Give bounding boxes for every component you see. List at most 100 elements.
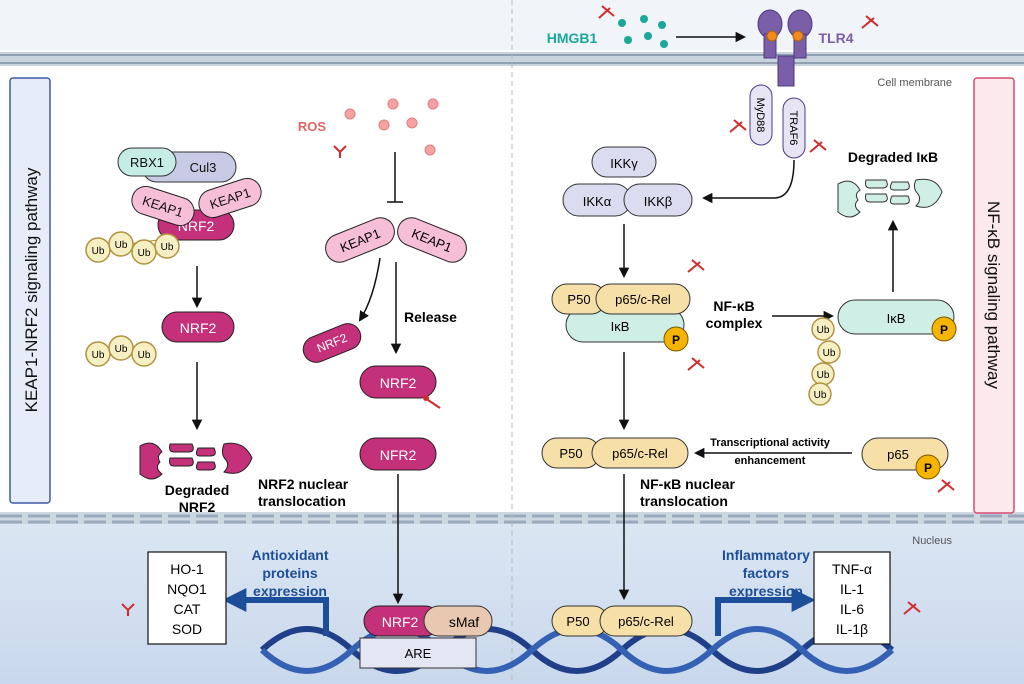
degraded-nrf2-fragments [139,442,253,480]
nrf2-node-small [302,323,362,363]
nrf2-smaf-are: ARE NRF2 sMaf [359,605,493,669]
nfr2-node [359,437,437,471]
svg-text:IκB: IκB [887,311,906,326]
svg-text:Ub: Ub [817,370,830,381]
svg-text:RBX1: RBX1 [130,155,164,170]
ikk-complex: IKKγ IKKα IKKβ [562,146,693,217]
keap1-node-left [131,185,195,227]
ros-scavenger-icon [333,145,347,158]
svg-text:KEAP1-NRF2 signaling pathway: KEAP1-NRF2 signaling pathway [22,167,41,412]
svg-text:NQO1: NQO1 [167,581,207,597]
svg-text:CAT: CAT [174,601,201,617]
right-panel-label: NF-κB signaling pathway [973,77,1015,514]
svg-text:P: P [672,333,680,347]
svg-text:Ub: Ub [138,350,151,361]
myd88-node [749,84,773,146]
nucleus-label: Nucleus [912,535,952,547]
nfkb-translocation-label-2: translocation [640,493,728,509]
transcriptional-label-2: enhancement [735,455,806,467]
nfkb-ikb-complex: IκB P50 p65/c-Rel P [551,283,691,352]
left-panel-label: KEAP1-NRF2 signaling pathway [9,77,51,504]
svg-text:P: P [940,323,948,337]
svg-text:Ub: Ub [817,325,830,336]
antioxidant-activator-icon [121,603,135,616]
svg-text:P: P [924,461,932,475]
ros-inhibits-keap1 [387,152,403,203]
svg-text:HO-1: HO-1 [170,561,204,577]
arrow-keap1-to-nrf2-small [358,257,381,322]
keap1-cul3-complex: Cul3 RBX1 NRF2 KEAP1 KEAP1 [117,147,262,241]
ikb-label: IκB [611,319,630,334]
release-label: Release [404,309,457,325]
ikk-alpha-label: IKKα [583,194,612,209]
svg-text:p65/c-Rel: p65/c-Rel [612,446,668,461]
tlr4-label: TLR4 [819,30,854,46]
phospho-inhibitor [687,357,705,371]
svg-text:SOD: SOD [172,621,202,637]
nrf2-translocation-label-2: translocation [258,493,346,509]
degraded-nrf2-label-1: Degraded [165,482,230,498]
are-box [359,637,477,669]
inflammatory-label-2: factors [743,565,790,581]
ikk-beta-label: IKKβ [644,194,672,209]
svg-text:p65/c-Rel: p65/c-Rel [615,292,671,307]
p65-phospho-inhibitor [937,479,955,493]
nfkb-active: P50 p65/c-Rel [541,437,689,469]
ros-label: ROS [298,119,327,134]
antioxidant-genes-box: HO-1 NQO1 CAT SOD [147,551,227,645]
svg-text:P50: P50 [567,292,590,307]
hmgb1-label: HMGB1 [547,30,598,46]
inflammatory-label-1: Inflammatory [722,547,810,563]
svg-text:TNF-α: TNF-α [832,561,872,577]
svg-text:NRF2: NRF2 [180,320,217,336]
antioxidant-label-3: expression [253,583,327,599]
hmgb1-particles [618,15,668,48]
inflammatory-genes-box: TNF-α IL-1 IL-6 IL-1β [813,551,891,645]
svg-text:NFR2: NFR2 [380,447,417,463]
svg-text:Ub: Ub [814,390,827,401]
svg-text:Ub: Ub [138,248,151,259]
antioxidant-label-2: proteins [262,565,317,581]
svg-text:Ub: Ub [823,348,836,359]
svg-text:P50: P50 [559,446,582,461]
svg-text:p65/c-Rel: p65/c-Rel [618,614,674,629]
degraded-nrf2-label-2: NRF2 [179,499,216,515]
tlr4-inhibitor [861,15,879,29]
ikk-gamma-label: IKKγ [610,156,638,171]
svg-text:TRAF6: TRAF6 [787,111,799,146]
svg-text:Ub: Ub [92,350,105,361]
keap1-node-right [198,177,262,219]
membrane-label: Cell membrane [877,77,952,89]
svg-text:IL-1: IL-1 [840,581,864,597]
keap1-dimer: KEAP1 KEAP1 [325,217,467,263]
ub-chain-1: Ub Ub Ub Ub [85,231,180,265]
svg-text:ARE: ARE [405,646,432,661]
nrf2-ubiquitinated: NRF2 Ub Ub Ub [85,311,235,367]
traf6-inhibitor [809,139,827,153]
nfkb-complex-label-1: NF-κB [713,298,754,314]
arrow-traf6-to-ikk [701,159,795,204]
tlr4-receptor [757,9,813,87]
myd88-inhibitor [729,119,747,133]
svg-text:NRF2: NRF2 [382,614,419,630]
nrf2-activator-icon [423,395,441,409]
transcriptional-label-1: Transcriptional activity [710,437,831,449]
svg-text:Cul3: Cul3 [190,160,217,175]
svg-text:NRF2: NRF2 [380,375,417,391]
hmgb1-inhibitor [598,5,615,19]
degraded-ikb-label: Degraded IκB [848,149,938,165]
phospho-ikb [663,326,689,352]
svg-text:P50: P50 [566,614,589,629]
nrf2-translocation-label-1: NRF2 nuclear [258,476,349,492]
ros-particles [344,98,439,156]
svg-text:Ub: Ub [161,242,174,253]
ikb-ubiquitinated: IκB P Ub Ub Ub Ub [808,299,957,406]
antioxidant-label-1: Antioxidant [252,547,329,563]
p65-inhibitor [687,259,705,273]
inflammatory-label-3: expression [729,583,803,599]
nrf2-node-released [359,365,437,399]
inflammatory-expression-arrow [715,588,816,636]
nfkb-translocation-label-1: NF-κB nuclear [640,476,735,492]
traf6-node [782,97,806,159]
svg-text:Ub: Ub [115,344,128,355]
